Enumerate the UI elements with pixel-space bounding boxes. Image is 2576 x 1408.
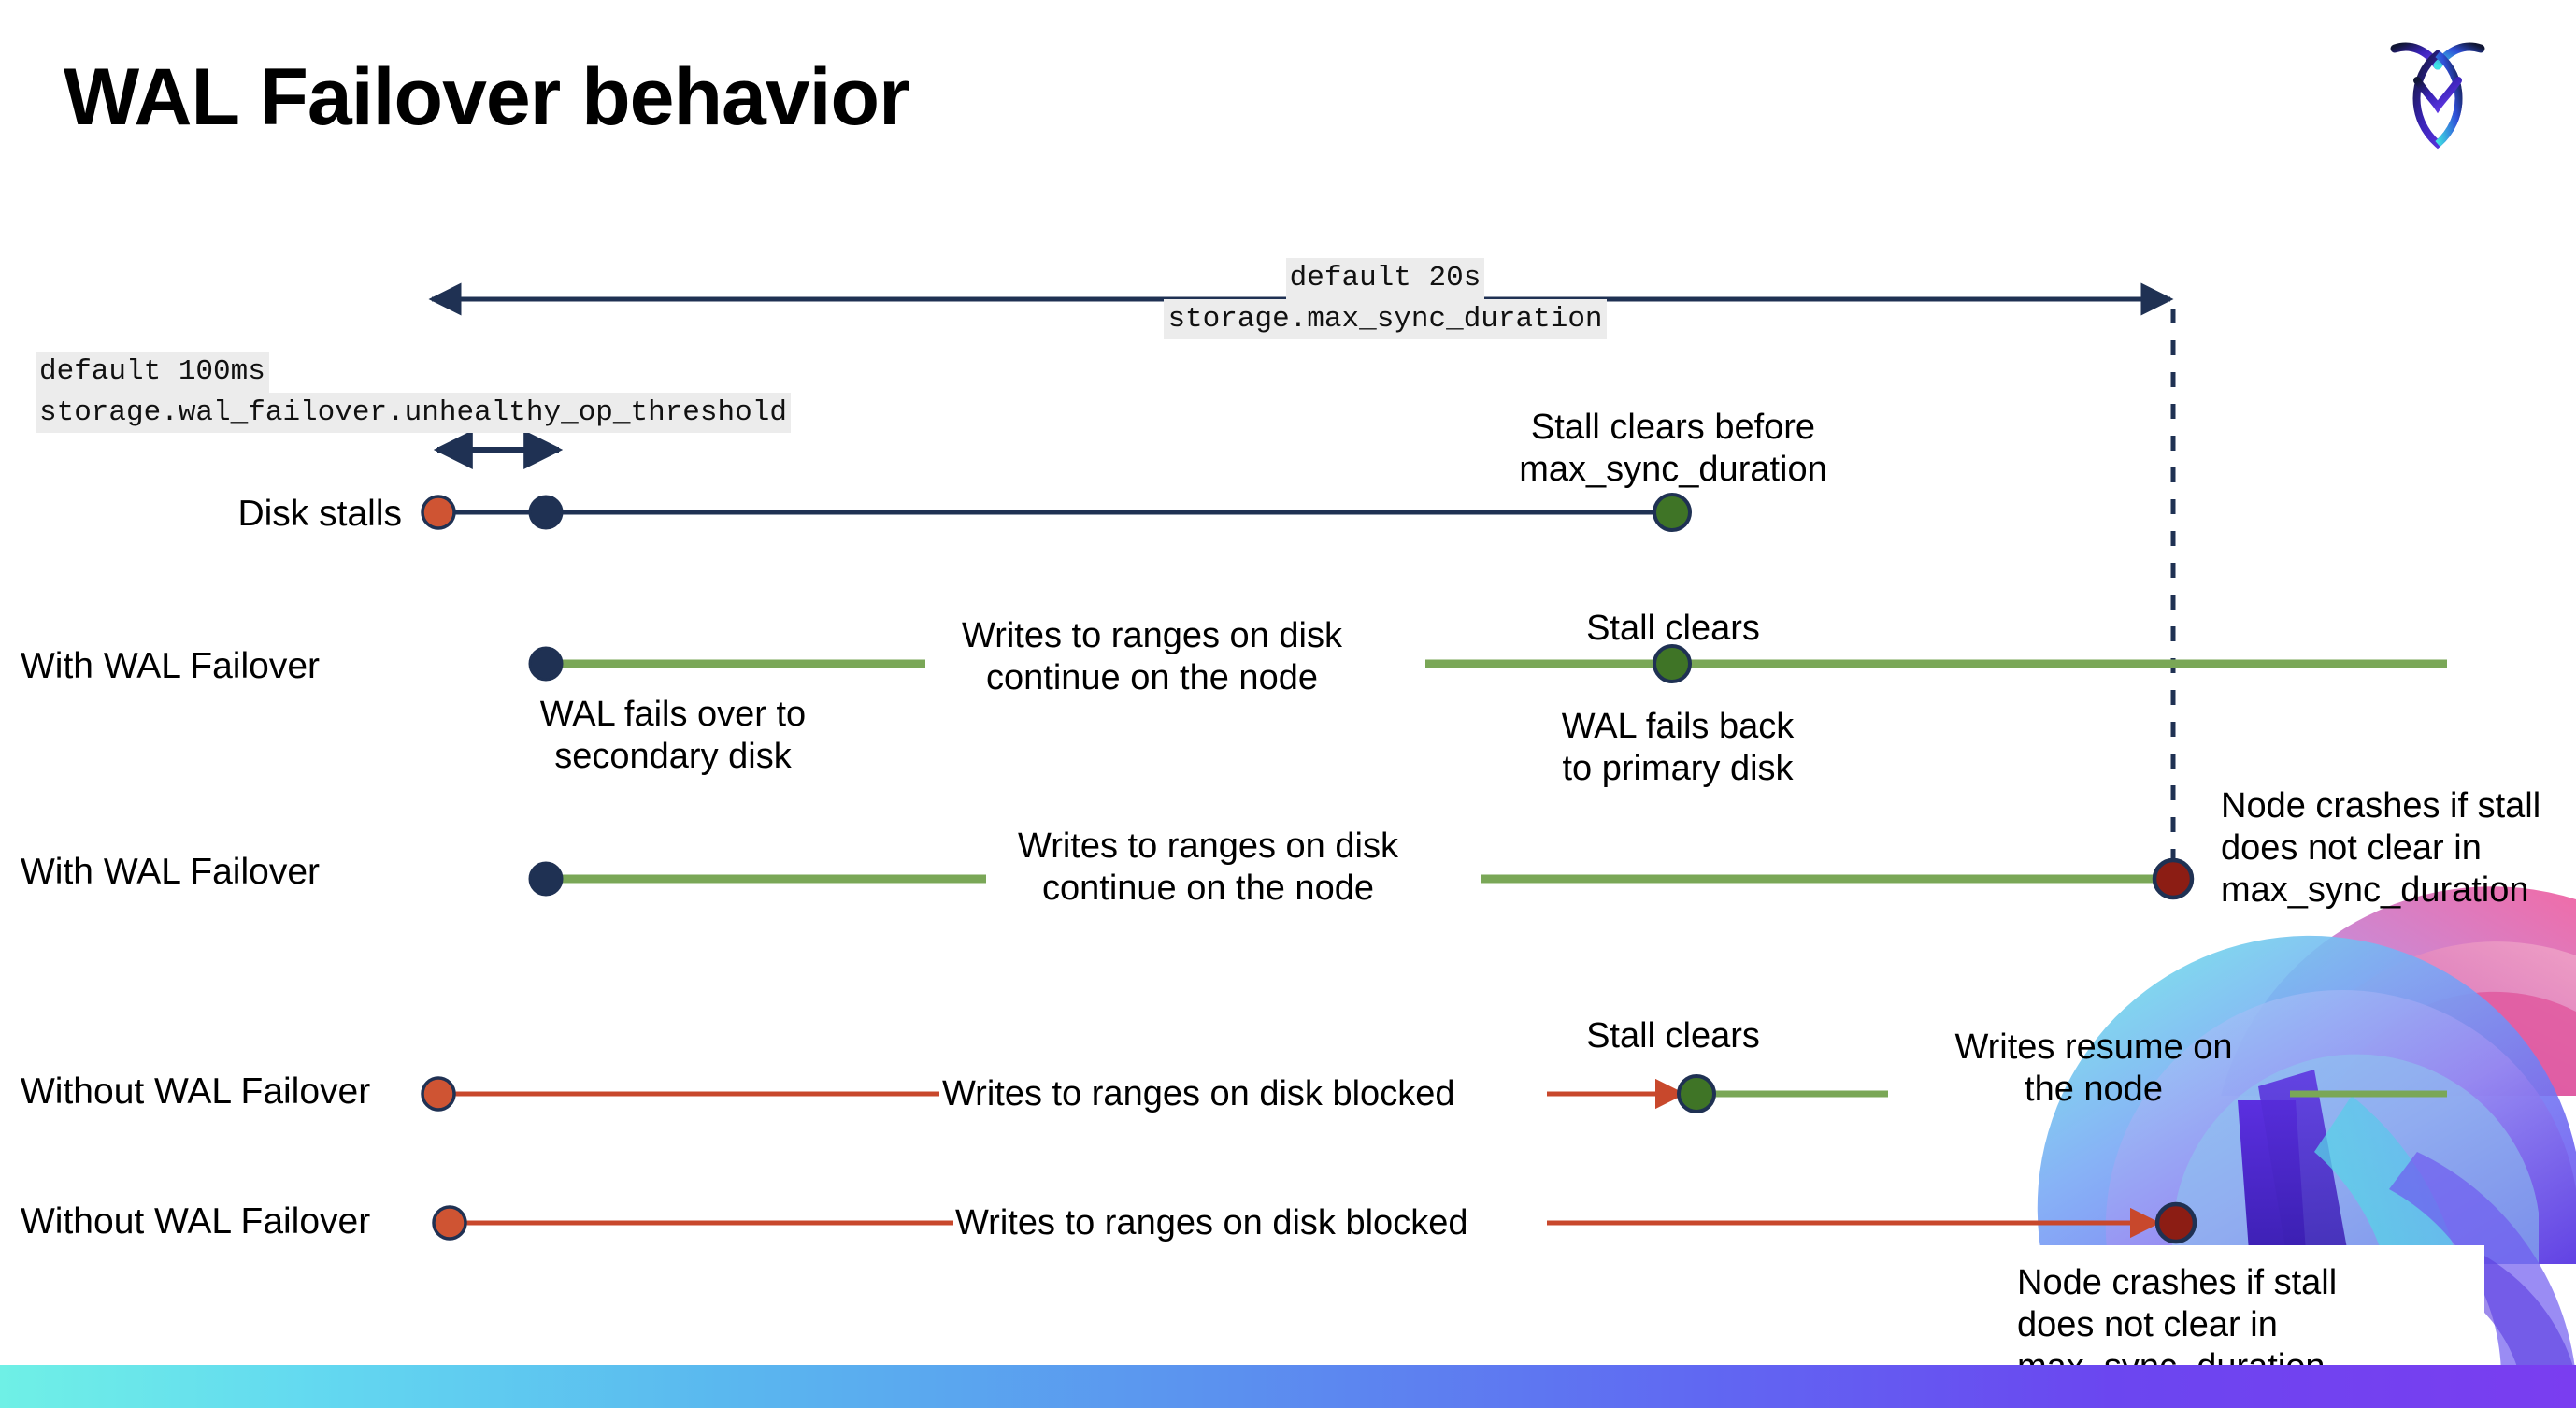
row-without-failover-clears-track bbox=[421, 1074, 2447, 1113]
failover-start-dot bbox=[528, 861, 564, 897]
note-writes-continue-2: Writes to ranges on disk continue on the… bbox=[1018, 826, 1398, 908]
failover-trigger-dot bbox=[528, 495, 564, 530]
row-label-disk-stalls: Disk stalls bbox=[237, 494, 402, 534]
failover-start-dot bbox=[528, 646, 564, 682]
row-disk-stalls-track bbox=[421, 493, 1692, 532]
max-sync-duration-setting: storage.max_sync_duration bbox=[1164, 298, 1607, 340]
row-with-failover-clears-track bbox=[528, 644, 2447, 683]
note-stall-clears-1: Stall clears bbox=[1586, 609, 1760, 648]
note-stall-clears-before-max-sync: Stall clears before max_sync_duration bbox=[1519, 408, 1827, 489]
max-sync-duration-annotation: default 20s storage.max_sync_duration bbox=[1142, 258, 1628, 340]
note-writes-blocked-1: Writes to ranges on disk blocked bbox=[942, 1074, 1455, 1113]
note-writes-continue-1: Writes to ranges on disk continue on the… bbox=[962, 616, 1342, 697]
note-writes-resume: Writes resume on the node bbox=[1954, 1027, 2233, 1109]
row-label-with-wal-failover-crash: With WAL Failover bbox=[21, 852, 320, 892]
unhealthy-op-threshold-default: default 100ms bbox=[36, 352, 269, 393]
unhealthy-op-threshold-setting: storage.wal_failover.unhealthy_op_thresh… bbox=[36, 392, 791, 434]
row-label-with-wal-failover-clears: With WAL Failover bbox=[21, 646, 320, 686]
cockroachdb-logo-icon bbox=[2385, 32, 2490, 151]
max-sync-duration-default: default 20s bbox=[1285, 258, 1485, 299]
page-title: WAL Failover behavior bbox=[64, 52, 910, 142]
note-wal-fails-over: WAL fails over to secondary disk bbox=[539, 695, 807, 776]
stall-clear-dot bbox=[1653, 644, 1692, 683]
callout-backdrop bbox=[1961, 1245, 2484, 1387]
row-label-without-wal-failover-crash: Without WAL Failover bbox=[21, 1201, 371, 1242]
stall-clear-dot bbox=[1677, 1074, 1716, 1113]
bottom-gradient-bar bbox=[0, 1365, 2576, 1408]
note-node-crashes-1: Node crashes if stall does not clear in … bbox=[2221, 786, 2541, 910]
stall-start-dot bbox=[421, 1076, 456, 1112]
stall-start-dot bbox=[421, 495, 456, 530]
row-without-failover-crash-track bbox=[432, 1201, 2197, 1244]
node-crash-dot bbox=[2152, 857, 2195, 900]
note-wal-fails-back: WAL fails back to primary disk bbox=[1561, 707, 1795, 788]
row-with-failover-crash-track bbox=[528, 857, 2195, 900]
note-stall-clears-2: Stall clears bbox=[1586, 1016, 1760, 1056]
stall-clear-dot bbox=[1653, 493, 1692, 532]
node-crash-dot bbox=[2154, 1201, 2197, 1244]
note-writes-blocked-2: Writes to ranges on disk blocked bbox=[955, 1203, 1468, 1243]
unhealthy-op-threshold-annotation: default 100ms storage.wal_failover.unhea… bbox=[36, 352, 791, 434]
stall-start-dot bbox=[432, 1205, 467, 1241]
row-label-without-wal-failover-clears: Without WAL Failover bbox=[21, 1071, 371, 1112]
